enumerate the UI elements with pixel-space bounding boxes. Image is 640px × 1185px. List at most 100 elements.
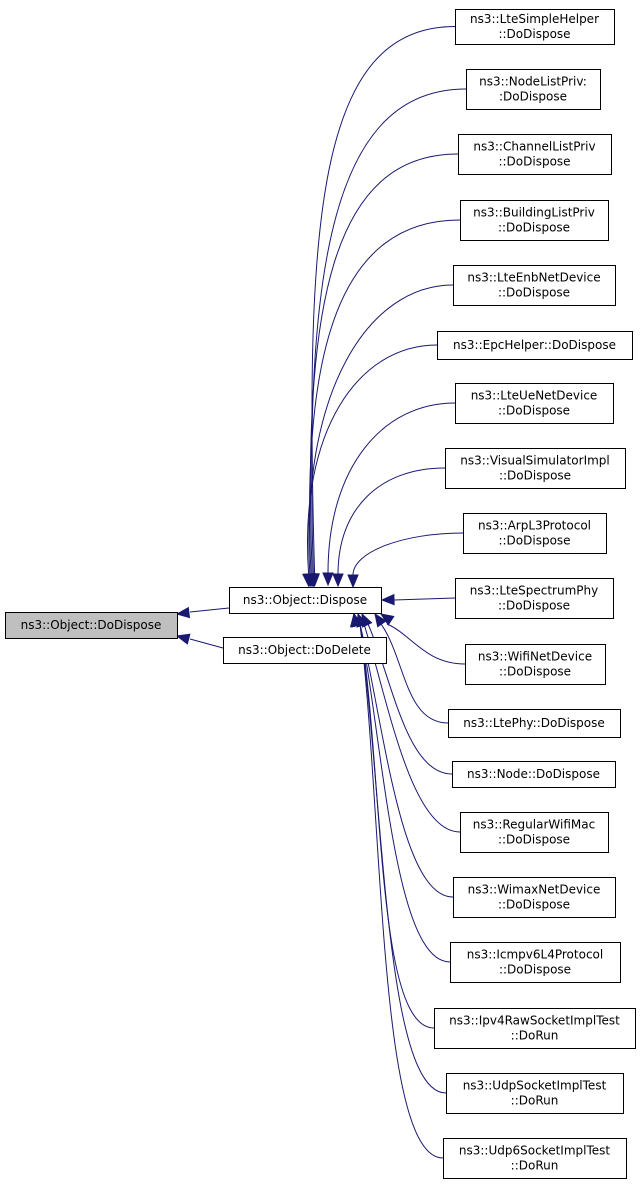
node-ns3-ltespectrumphy-dodispose-box [455, 578, 614, 619]
node-object-dodispose-box [5, 612, 178, 639]
node-ns3-wimaxnetdevice-dodispose-label-0: ns3::WimaxNetDevice [468, 883, 601, 897]
node-ns3-udp6socketimpltest-dorun-label-0: ns3::Udp6SocketImplTest [459, 1144, 611, 1158]
node-ns3-lteuenetdevice-dodispose-label-1: ::DoDispose [498, 404, 570, 418]
node-ns3-visualsimulatorimpl-dodispose-box [445, 448, 626, 489]
node-ns3-ipv4rawsocketimpltest-dorun-label-1: ::DoRun [511, 1029, 559, 1043]
node-ns3-nodelistpriv-dodispose-label-1: :DoDispose [499, 90, 567, 104]
node-ns3-icmpv6l4protocol-dodispose-box [450, 942, 621, 983]
edge-caller-9-arrowhead [380, 593, 395, 606]
node-ns3-epchelper-dodispose[interactable]: ns3::EpcHelper::DoDispose [437, 331, 633, 360]
node-ns3-icmpv6l4protocol-dodispose-label-0: ns3::Icmpv6L4Protocol [467, 948, 603, 962]
node-ns3-wifinetdevice-dodispose-label-1: ::DoDispose [499, 665, 571, 679]
node-ns3-regularwifimac-dodispose-box [460, 812, 609, 853]
edge-caller-3 [309, 219, 461, 575]
node-ns3-ipv4rawsocketimpltest-dorun[interactable]: ns3::Ipv4RawSocketImplTest::DoRun [434, 1008, 636, 1049]
edge-caller-7 [337, 467, 446, 575]
node-ns3-node-dodispose-box [452, 761, 616, 788]
node-ns3-icmpv6l4protocol-dodispose[interactable]: ns3::Icmpv6L4Protocol::DoDispose [450, 942, 621, 983]
edge-caller-5 [307, 344, 438, 575]
edge-caller-18-arrowhead [350, 612, 362, 628]
node-ns3-buildinglistpriv-dodispose-label-1: ::DoDispose [498, 221, 570, 235]
node-ns3-wimaxnetdevice-dodispose[interactable]: ns3::WimaxNetDevice::DoDispose [453, 877, 616, 918]
edge-caller-2 [309, 153, 459, 575]
node-ns3-channellistpriv-dodispose-label-1: ::DoDispose [498, 155, 570, 169]
node-ns3-udp6socketimpltest-dorun-label-1: ::DoRun [511, 1159, 559, 1173]
node-ns3-ltesimplehelper-dodispose-label-1: ::DoDispose [498, 27, 570, 41]
node-ns3-ltesimplehelper-dodispose-box [455, 9, 615, 45]
node-ns3-udp6socketimpltest-dorun-box [443, 1138, 627, 1179]
node-ns3-visualsimulatorimpl-dodispose[interactable]: ns3::VisualSimulatorImpl::DoDispose [445, 448, 626, 489]
node-ns3-ltephy-dodispose-box [448, 709, 621, 738]
edge-dodelete-to-dodispose-arrowhead [175, 633, 191, 645]
node-ns3-udpsocketimpltest-dorun-label-0: ns3::UdpSocketImplTest [463, 1079, 607, 1093]
node-ns3-epchelper-dodispose-label-0: ns3::EpcHelper::DoDispose [453, 338, 616, 352]
node-ns3-ltespectrumphy-dodispose-label-0: ns3::LteSpectrumPhy [470, 584, 598, 598]
node-object-dodelete[interactable]: ns3::Object::DoDelete [223, 637, 387, 664]
edge-caller-16 [359, 623, 435, 1029]
node-ns3-udpsocketimpltest-dorun-label-1: ::DoRun [511, 1094, 559, 1108]
node-object-dispose-box [229, 587, 382, 614]
node-ns3-node-dodispose[interactable]: ns3::Node::DoDispose [452, 761, 616, 788]
node-ns3-arpl3protocol-dodispose-box [463, 513, 607, 554]
node-ns3-wifinetdevice-dodispose-box [465, 644, 606, 685]
node-ns3-node-dodispose-label-0: ns3::Node::DoDispose [467, 767, 600, 781]
node-ns3-ltephy-dodispose-label-0: ns3::LtePhy::DoDispose [463, 716, 605, 730]
node-ns3-epchelper-dodispose-box [437, 331, 633, 360]
edge-caller-8-arrowhead [347, 574, 359, 589]
edge-caller-10 [386, 623, 466, 665]
edge-dodelete-to-dodispose [189, 638, 224, 649]
node-ns3-lteenbnetdevice-dodispose-box [453, 265, 616, 306]
edge-dispose-to-dodispose-arrowhead [175, 606, 191, 619]
node-ns3-ipv4rawsocketimpltest-dorun-label-0: ns3::Ipv4RawSocketImplTest [449, 1014, 620, 1028]
node-ns3-ltesimplehelper-dodispose[interactable]: ns3::LteSimpleHelper::DoDispose [455, 9, 615, 45]
node-object-dispose-label-0: ns3::Object::Dispose [243, 593, 367, 607]
node-ns3-udp6socketimpltest-dorun[interactable]: ns3::Udp6SocketImplTest::DoRun [443, 1138, 627, 1179]
graph-nodes: ns3::Object::DoDispose ns3::Object::Dispo… [5, 9, 636, 1179]
edge-caller-9 [393, 597, 456, 601]
node-object-dodispose[interactable]: ns3::Object::DoDispose [5, 612, 178, 639]
node-ns3-lteuenetdevice-dodispose[interactable]: ns3::LteUeNetDevice::DoDispose [455, 383, 614, 424]
edge-caller-6-arrowhead [322, 572, 334, 587]
node-ns3-nodelistpriv-dodispose[interactable]: ns3::NodeListPriv::DoDispose [466, 69, 601, 110]
node-ns3-ltephy-dodispose[interactable]: ns3::LtePhy::DoDispose [448, 709, 621, 738]
edge-caller-15 [359, 623, 451, 963]
node-ns3-udpsocketimpltest-dorun-box [446, 1073, 624, 1114]
graph-edges [175, 26, 467, 1159]
edge-caller-11 [380, 623, 449, 724]
edge-dispose-to-dodispose [189, 607, 230, 613]
edge-caller-7-arrowhead [332, 573, 344, 588]
node-ns3-arpl3protocol-dodispose[interactable]: ns3::ArpL3Protocol::DoDispose [463, 513, 607, 554]
node-ns3-channellistpriv-dodispose-label-0: ns3::ChannelListPriv [473, 140, 595, 154]
node-ns3-channellistpriv-dodispose[interactable]: ns3::ChannelListPriv::DoDispose [458, 134, 612, 175]
node-object-dispose[interactable]: ns3::Object::Dispose [229, 587, 382, 614]
edge-caller-4 [308, 284, 454, 575]
edge-caller-10-arrowhead [379, 613, 395, 626]
node-ns3-buildinglistpriv-dodispose-label-0: ns3::BuildingListPriv [473, 206, 595, 220]
node-ns3-arpl3protocol-dodispose-label-1: ::DoDispose [498, 534, 570, 548]
node-ns3-wifinetdevice-dodispose[interactable]: ns3::WifiNetDevice::DoDispose [465, 644, 606, 685]
node-ns3-lteuenetdevice-dodispose-label-0: ns3::LteUeNetDevice [471, 389, 598, 403]
node-ns3-icmpv6l4protocol-dodispose-label-1: ::DoDispose [499, 963, 571, 977]
node-ns3-lteenbnetdevice-dodispose[interactable]: ns3::LteEnbNetDevice::DoDispose [453, 265, 616, 306]
node-ns3-channellistpriv-dodispose-box [458, 134, 612, 175]
node-ns3-nodelistpriv-dodispose-box [466, 69, 601, 110]
node-object-dodelete-label-0: ns3::Object::DoDelete [238, 643, 371, 657]
node-object-dodispose-label-0: ns3::Object::DoDispose [21, 618, 162, 632]
node-ns3-wimaxnetdevice-dodispose-box [453, 877, 616, 918]
node-ns3-lteenbnetdevice-dodispose-label-0: ns3::LteEnbNetDevice [467, 271, 600, 285]
node-ns3-buildinglistpriv-dodispose[interactable]: ns3::BuildingListPriv::DoDispose [460, 200, 609, 241]
node-ns3-visualsimulatorimpl-dodispose-label-0: ns3::VisualSimulatorImpl [460, 454, 610, 468]
edge-caller-5-arrowhead [302, 573, 314, 588]
node-object-dodelete-box [223, 637, 387, 664]
node-ns3-regularwifimac-dodispose-label-0: ns3::RegularWifiMac [473, 818, 595, 832]
node-ns3-wimaxnetdevice-dodispose-label-1: ::DoDispose [498, 898, 570, 912]
node-ns3-regularwifimac-dodispose[interactable]: ns3::RegularWifiMac::DoDispose [460, 812, 609, 853]
node-ns3-ltespectrumphy-dodispose-label-1: ::DoDispose [498, 599, 570, 613]
node-ns3-udpsocketimpltest-dorun[interactable]: ns3::UdpSocketImplTest::DoRun [446, 1073, 624, 1114]
edge-caller-1 [311, 88, 467, 575]
edge-caller-18 [359, 623, 444, 1159]
node-ns3-ltesimplehelper-dodispose-label-0: ns3::LteSimpleHelper [470, 12, 599, 26]
node-ns3-ltespectrumphy-dodispose[interactable]: ns3::LteSpectrumPhy::DoDispose [455, 578, 614, 619]
edge-caller-6 [327, 402, 456, 574]
